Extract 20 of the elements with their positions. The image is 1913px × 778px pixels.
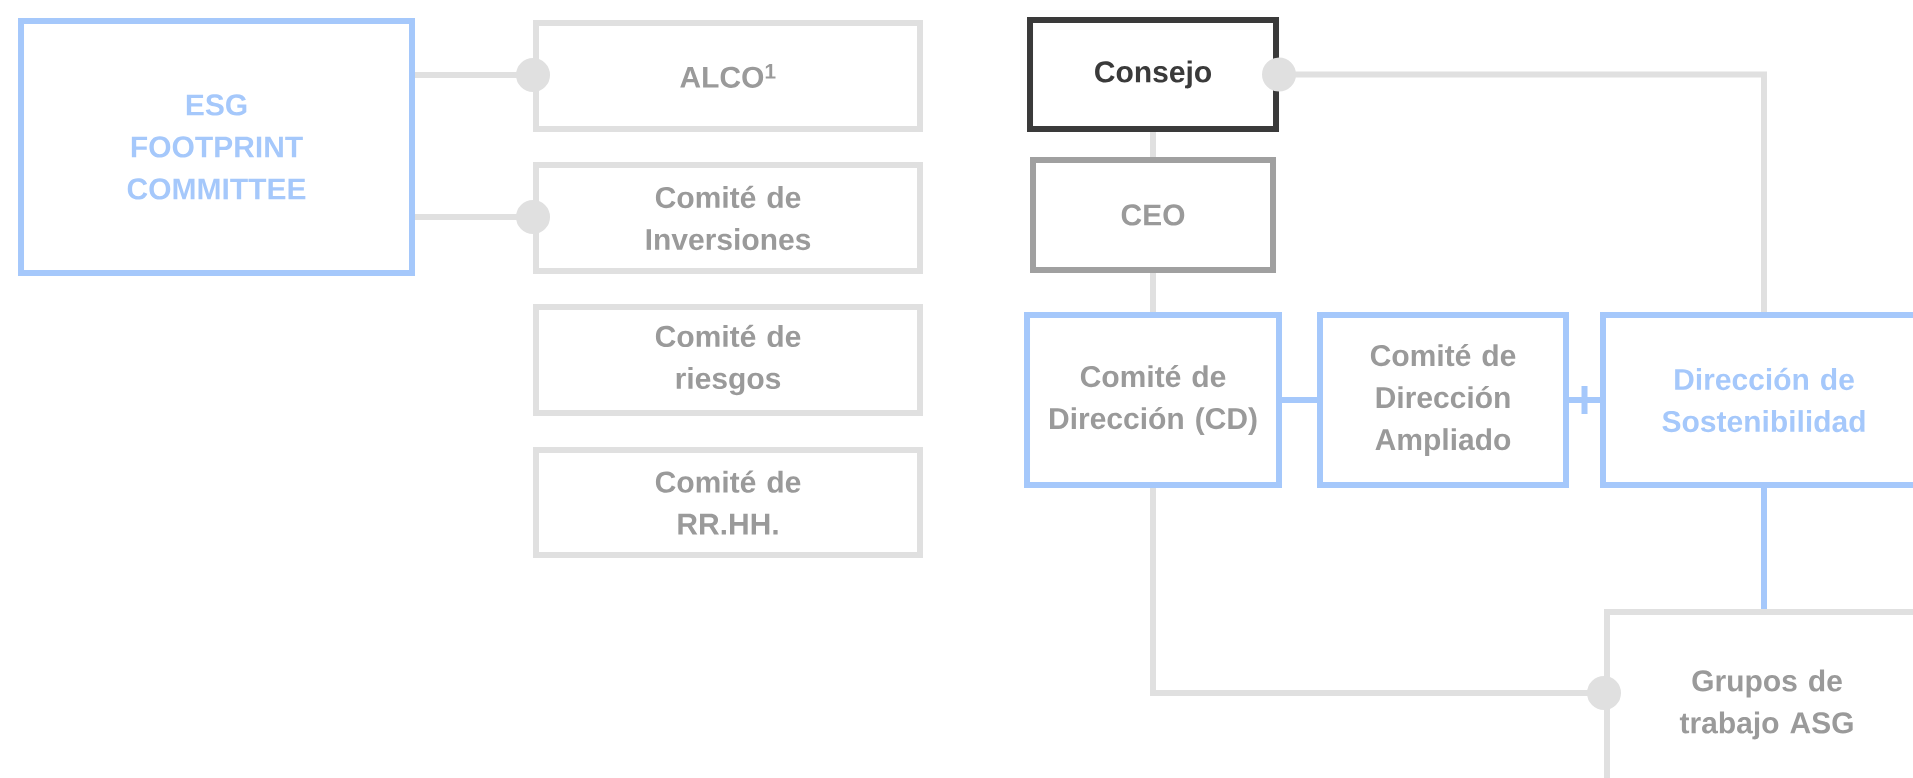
connector <box>415 200 550 234</box>
org-box: Comité de Dirección (CD) <box>1024 312 1282 488</box>
org-box: CEO <box>1030 157 1276 273</box>
org-box: Comité de Dirección Ampliado <box>1317 312 1569 488</box>
connector <box>1262 57 1767 312</box>
org-box: Grupos de trabajo ASG <box>1604 609 1913 778</box>
org-box: ESG FOOTPRINT COMMITTEE <box>18 18 415 276</box>
org-box: Comité de riesgos <box>533 304 923 416</box>
connector <box>415 58 550 92</box>
org-box: Dirección de Sostenibilidad <box>1600 312 1913 488</box>
connector <box>1150 488 1621 710</box>
connector <box>1150 273 1156 312</box>
org-box: Consejo <box>1027 17 1279 132</box>
connector <box>1566 383 1603 417</box>
org-box: Comité de Inversiones <box>533 162 923 274</box>
connector <box>1282 397 1317 403</box>
connector <box>1761 488 1767 609</box>
org-box: ALCO$^{1}$ <box>533 20 923 132</box>
org-box: Comité de RR.HH. <box>533 447 923 558</box>
connector <box>1150 132 1156 157</box>
